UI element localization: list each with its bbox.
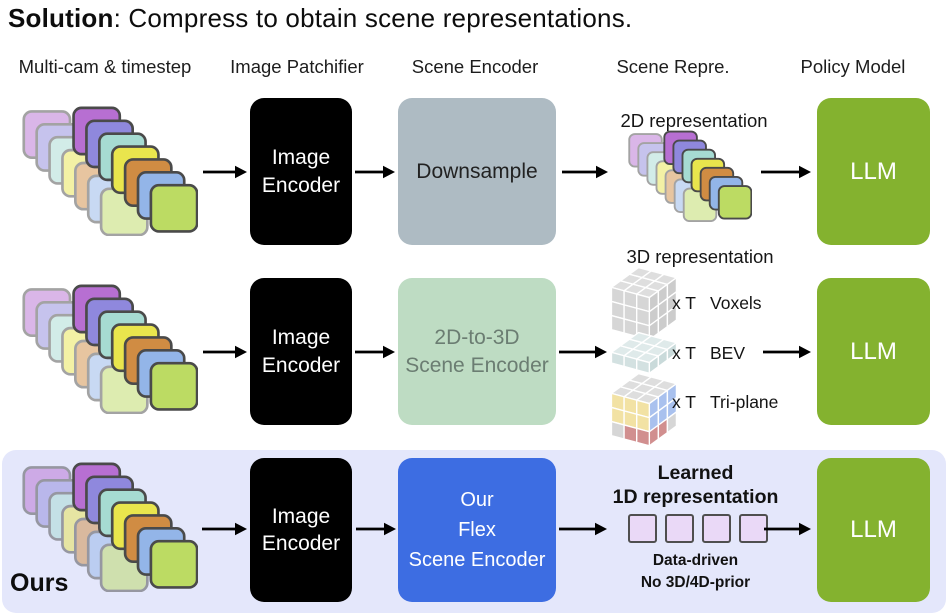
header-multicam: Multi-cam & timestep: [18, 56, 192, 77]
arrow-icon: [203, 345, 247, 359]
voxels-cube-icon: [610, 266, 678, 341]
learned-repre-title: Learned: [657, 462, 734, 484]
image-encoder-label: Image: [271, 146, 331, 170]
image-encoder-label: Image: [271, 504, 331, 528]
image-encoder-box-row2: Image Encoder: [250, 278, 352, 425]
llm-label: LLM: [850, 157, 897, 185]
header-image-patchifier: Image Patchifier: [230, 56, 364, 77]
flex-encoder-label: Flex: [458, 519, 496, 541]
triplane-mult-label: x T: [672, 392, 696, 412]
arrow-icon: [355, 165, 395, 179]
triplane-cube-icon: [610, 372, 678, 447]
llm-box-row3: LLM: [817, 458, 930, 602]
arrow-icon: [356, 522, 396, 536]
downsample-label: Downsample: [416, 159, 538, 183]
2d-representation-stack-icon: [628, 130, 752, 222]
repre-label-2d: 2D representation: [620, 110, 768, 131]
arrow-icon: [203, 165, 247, 179]
multicam-stack-icon-row1: [22, 106, 198, 236]
image-encoder-label: Image: [271, 326, 331, 350]
figure-title-rest: : Compress to obtain scene representatio…: [113, 3, 633, 33]
2d-to-3d-label: Scene Encoder: [405, 353, 549, 377]
image-encoder-label: Encoder: [261, 173, 341, 197]
2d-to-3d-encoder-box: 2D-to-3D Scene Encoder: [398, 278, 556, 425]
figure-title: Solution: Compress to obtain scene repre…: [8, 3, 632, 34]
figure-title-lead: Solution: [8, 3, 114, 33]
arrow-icon: [355, 345, 395, 359]
voxels-mult-label: x T: [672, 293, 696, 313]
header-scene-encoder: Scene Encoder: [411, 56, 539, 77]
flex-encoder-label: Our: [460, 489, 494, 511]
bev-mult-label: x T: [672, 343, 696, 363]
token-square: [665, 514, 694, 543]
llm-label: LLM: [850, 516, 897, 544]
multicam-stack-icon-row3: [22, 462, 198, 592]
multicam-stack-icon-row2: [22, 284, 198, 414]
arrow-icon: [559, 522, 607, 536]
header-scene-repre: Scene Repre.: [616, 56, 730, 77]
arrow-icon: [763, 345, 811, 359]
bev-label: BEV: [710, 343, 746, 363]
llm-box-row2: LLM: [817, 278, 930, 425]
data-driven-note: Data-driven: [652, 552, 739, 569]
voxels-label: Voxels: [710, 293, 762, 313]
flex-scene-encoder-box: Our Flex Scene Encoder: [398, 458, 556, 602]
ours-tag: Ours: [10, 569, 69, 597]
bev-slab-icon: [610, 331, 678, 375]
image-encoder-label: Encoder: [261, 532, 341, 555]
repre-label-3d: 3D representation: [626, 246, 774, 267]
token-square: [628, 514, 657, 543]
no-prior-note: No 3D/4D-prior: [640, 574, 751, 591]
header-policy-model: Policy Model: [800, 56, 906, 77]
1d-repre-title: 1D representation: [612, 486, 779, 508]
llm-label: LLM: [850, 337, 897, 365]
triplane-label: Tri-plane: [710, 392, 779, 412]
arrow-icon: [202, 522, 247, 536]
arrow-icon: [562, 165, 608, 179]
image-encoder-label: Encoder: [261, 353, 341, 377]
arrow-icon: [764, 522, 811, 536]
token-square: [702, 514, 731, 543]
downsample-box: Downsample: [398, 98, 556, 245]
1d-token-row: [628, 514, 768, 543]
2d-to-3d-label: 2D-to-3D: [434, 326, 520, 350]
image-encoder-box-row3: Image Encoder: [250, 458, 352, 602]
arrow-icon: [761, 165, 811, 179]
image-encoder-box-row1: Image Encoder: [250, 98, 352, 245]
arrow-icon: [559, 345, 607, 359]
flex-encoder-label: Scene Encoder: [408, 549, 546, 571]
llm-box-row1: LLM: [817, 98, 930, 245]
